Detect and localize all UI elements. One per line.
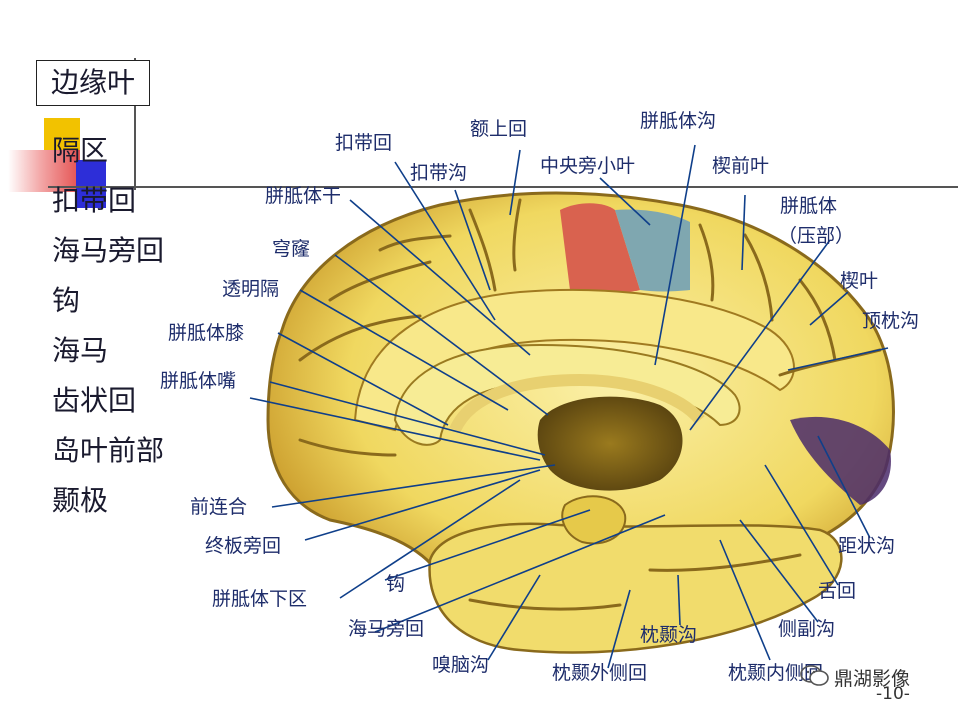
- label-anterior-commissure: 前连合: [190, 496, 248, 518]
- label-subcallosal-area: 胼胝体下区: [212, 588, 308, 610]
- label-septum-pellucidum: 透明隔: [222, 278, 280, 300]
- cingulate-gyrus: [353, 288, 795, 432]
- label-parahippocampal-gyrus: 海马旁回: [348, 618, 425, 640]
- label-collateral-sulcus: 侧副沟: [778, 618, 836, 640]
- label-fornix: 穹窿: [272, 238, 311, 260]
- list-item: 海马旁回: [52, 234, 165, 267]
- calcarine-region: [790, 416, 891, 505]
- sulci: [298, 198, 882, 611]
- watermark-text: 鼎湖影像: [834, 668, 911, 690]
- label-callosal-trunk: 胼胝体干: [265, 185, 342, 207]
- list-item: 钩: [52, 284, 81, 317]
- decor-red-gradient: [8, 150, 80, 192]
- temporal-lobe: [428, 522, 843, 654]
- wechat-icon: [800, 665, 829, 686]
- label-paracentral-lobule: 中央旁小叶: [540, 155, 636, 177]
- label-parieto-occipital-sulcus: 顶枕沟: [862, 310, 920, 332]
- limbic-lobe-list: 隔区 扣带回 海马旁回 钩 海马 齿状回 岛叶前部 颞极: [52, 128, 164, 528]
- label-callosal-sulcus: 胼胝体沟: [640, 110, 717, 132]
- list-item: 隔区: [52, 134, 109, 167]
- label-corpus-callosum: 胼胝体: [780, 195, 838, 217]
- decor-vertical-rule: [134, 58, 136, 190]
- label-calcarine-sulcus: 距状沟: [838, 535, 896, 557]
- label-cingulate-gyrus: 扣带回: [335, 132, 393, 154]
- label-callosal-rostrum: 胼胝体嘴: [160, 370, 237, 392]
- watermark: 鼎湖影像: [800, 664, 940, 690]
- list-item: 齿状回: [52, 384, 137, 417]
- list-item: 岛叶前部: [52, 434, 165, 467]
- list-item: 海马: [52, 334, 109, 367]
- label-splenium: （压部）: [778, 225, 855, 247]
- label-medial-occipitotemporal-gyrus: 枕颞内侧回: [728, 662, 824, 684]
- decor-blue-square: [76, 160, 106, 208]
- uncus: [561, 495, 627, 545]
- fornix: [449, 373, 705, 433]
- label-uncus: 钩: [386, 573, 406, 595]
- decor-yellow-square: [44, 118, 80, 156]
- label-rhinal-sulcus: 嗅脑沟: [432, 654, 490, 676]
- label-cingulate-sulcus: 扣带沟: [410, 162, 468, 184]
- slide-title: 边缘叶: [36, 60, 150, 106]
- list-item: 颞极: [52, 484, 109, 517]
- label-lateral-occipitotemporal-gyrus: 枕颞外侧回: [552, 662, 648, 684]
- decor-horizontal-rule: [48, 186, 958, 188]
- label-cuneus: 楔叶: [840, 270, 879, 292]
- paracentral-blue: [615, 209, 690, 292]
- label-lingual-gyrus: 舌回: [818, 580, 857, 602]
- label-occipitotemporal-sulcus: 枕颞沟: [640, 624, 698, 646]
- thalamus-region: [537, 396, 683, 491]
- leader-lines: [249, 144, 889, 669]
- paracentral-red: [560, 203, 640, 294]
- list-item: 扣带回: [52, 184, 137, 217]
- page-number: -10-: [876, 684, 910, 704]
- label-paraterminal-gyrus: 终板旁回: [205, 535, 282, 557]
- label-precuneus: 楔前叶: [712, 155, 770, 177]
- label-callosal-genu: 胼胝体膝: [168, 322, 245, 344]
- label-superior-frontal-gyrus: 额上回: [470, 118, 528, 140]
